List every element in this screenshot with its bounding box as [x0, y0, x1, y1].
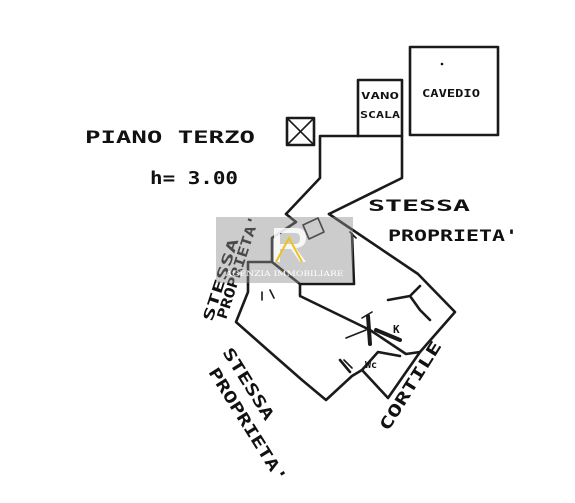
floor-label: PIANO TERZO [85, 128, 255, 148]
watermark-text: AGENZIA IMMOBILIARE [224, 270, 343, 278]
apartment-outline [234, 212, 457, 402]
kitchen-label: K [393, 323, 400, 336]
elevator-shaft-cross [286, 117, 315, 146]
corridor-walls [284, 134, 404, 216]
stair-label-line2: SCALA [360, 110, 400, 121]
cavedio-box [408, 45, 500, 137]
neighbor-right-line2: PROPRIETA' [388, 226, 518, 245]
watermark-logo-icon [274, 228, 306, 263]
height-label: h= 3.00 [150, 168, 238, 189]
entrance-square [302, 217, 325, 240]
stair-label-line1: VANO [361, 91, 399, 102]
cavedio-dot [440, 62, 444, 66]
cavedio-label: CAVEDIO [422, 87, 480, 100]
watermark: AGENZIA IMMOBILIARE [216, 217, 353, 283]
courtyard-label: CORTILE [375, 338, 445, 435]
neighbor-right-line1: STESSA [368, 196, 471, 215]
interior-walls [270, 232, 432, 374]
wc-label: Wc [365, 360, 377, 371]
stair-box [356, 78, 404, 138]
kitchen-partition [366, 314, 402, 346]
elevator-shaft-box [285, 116, 316, 147]
